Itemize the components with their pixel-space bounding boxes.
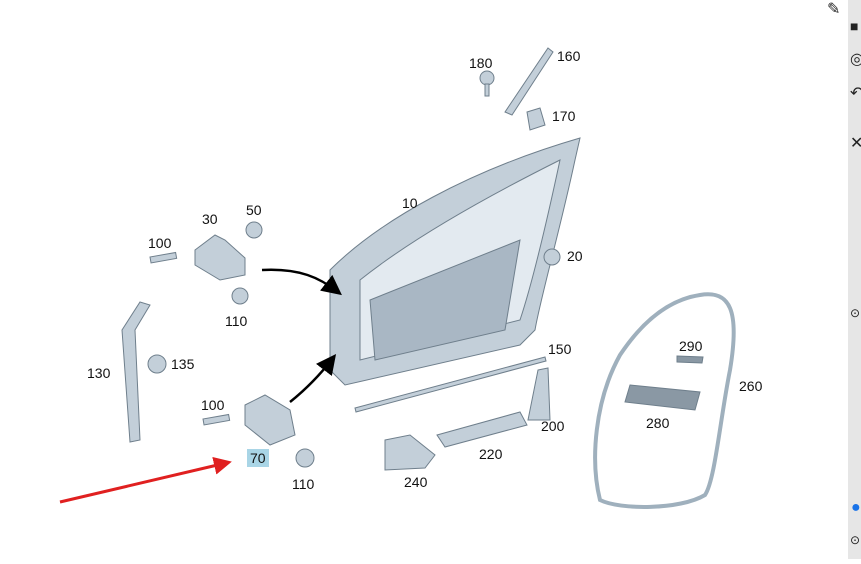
label-50: 50 (246, 202, 262, 218)
undo-icon[interactable]: ↶ (850, 85, 861, 102)
label-130: 130 (87, 365, 111, 381)
part-30 (194, 234, 246, 281)
cross-icon[interactable]: ✕ (850, 135, 861, 152)
edit-icon[interactable]: ✎ (827, 1, 841, 18)
label-110-upper: 110 (225, 313, 248, 329)
label-260: 260 (739, 378, 763, 394)
label-290: 290 (679, 338, 703, 354)
red-annotation-arrow (59, 456, 232, 504)
label-100-upper: 100 (148, 235, 172, 251)
pointer-arrow-hinge-upper (261, 268, 342, 296)
part-70 (244, 394, 296, 446)
label-180: 180 (469, 55, 493, 71)
label-10: 10 (402, 195, 418, 211)
label-280: 280 (646, 415, 670, 431)
label-100-lower: 100 (201, 397, 225, 413)
part-160 (504, 47, 554, 116)
label-160: 160 (557, 48, 581, 64)
target-icon[interactable]: ◎ (850, 51, 861, 68)
parts-drawing (59, 47, 736, 509)
blue-dot-icon[interactable]: ● (851, 499, 861, 516)
label-20: 20 (567, 248, 583, 264)
label-70-highlighted: 70 (247, 449, 269, 467)
label-170: 170 (552, 108, 576, 124)
label-240: 240 (404, 474, 428, 490)
zoom-icon[interactable]: ⊙ (850, 306, 861, 320)
label-110-lower: 110 (292, 476, 315, 492)
pointer-arrow-hinge-lower (289, 354, 337, 403)
label-30: 30 (202, 211, 218, 227)
part-260-seal (593, 292, 736, 509)
circle-icon[interactable]: ⊙ (850, 533, 861, 547)
label-135: 135 (171, 356, 195, 372)
parts-diagram: 180 160 170 10 30 50 100 20 110 130 135 … (59, 47, 763, 509)
label-200: 200 (541, 418, 565, 434)
square-icon[interactable]: ■ (850, 18, 859, 34)
part-130 (121, 301, 151, 443)
label-220: 220 (479, 446, 503, 462)
label-150: 150 (548, 341, 572, 357)
side-toolbar: ■ ◎ ↶ ✕ ⊙ ● ⊙ (848, 0, 861, 559)
